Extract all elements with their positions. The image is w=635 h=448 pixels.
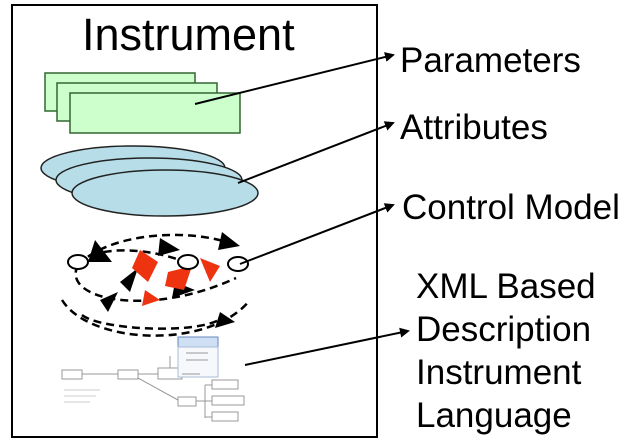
control-node <box>67 254 89 270</box>
xml-label-line: Instrument <box>416 353 582 392</box>
control-model-graph <box>60 232 251 337</box>
control-arrowhead <box>218 232 240 250</box>
parameters-arrow <box>194 52 395 105</box>
instrument-title: Instrument <box>82 9 295 60</box>
control-node <box>227 256 249 272</box>
control-arrowhead <box>158 238 180 256</box>
control-arrowhead <box>215 312 235 328</box>
control-model-arrow <box>239 203 395 265</box>
xml-description-arrow <box>244 327 410 366</box>
xml-label-line: Description <box>416 310 592 349</box>
attributes-arrow <box>237 121 395 184</box>
control-arrowhead <box>120 268 138 292</box>
control-edge <box>81 313 223 330</box>
xml-label-line: XML Based <box>416 267 596 306</box>
control-accent <box>165 266 192 290</box>
parameters-stack <box>44 72 241 134</box>
control-node <box>177 254 199 270</box>
attribute-disc <box>71 169 259 217</box>
control-edge <box>74 264 237 302</box>
control-edge <box>79 249 186 264</box>
xml-label-line: Language <box>416 396 572 435</box>
control-arrowhead <box>88 240 112 262</box>
control-model-label: Control Model <box>402 188 620 227</box>
attributes-label: Attributes <box>400 108 548 147</box>
control-accent <box>200 258 220 282</box>
control-accent <box>142 290 160 306</box>
xml-thumbnail <box>61 336 245 422</box>
parameters-label: Parameters <box>400 41 581 80</box>
attributes-stack <box>40 145 259 217</box>
xml-description-label: XML Based Description Instrument Languag… <box>416 265 596 437</box>
control-edge <box>60 299 251 337</box>
control-accent <box>132 250 158 282</box>
control-arrowhead <box>100 292 118 312</box>
